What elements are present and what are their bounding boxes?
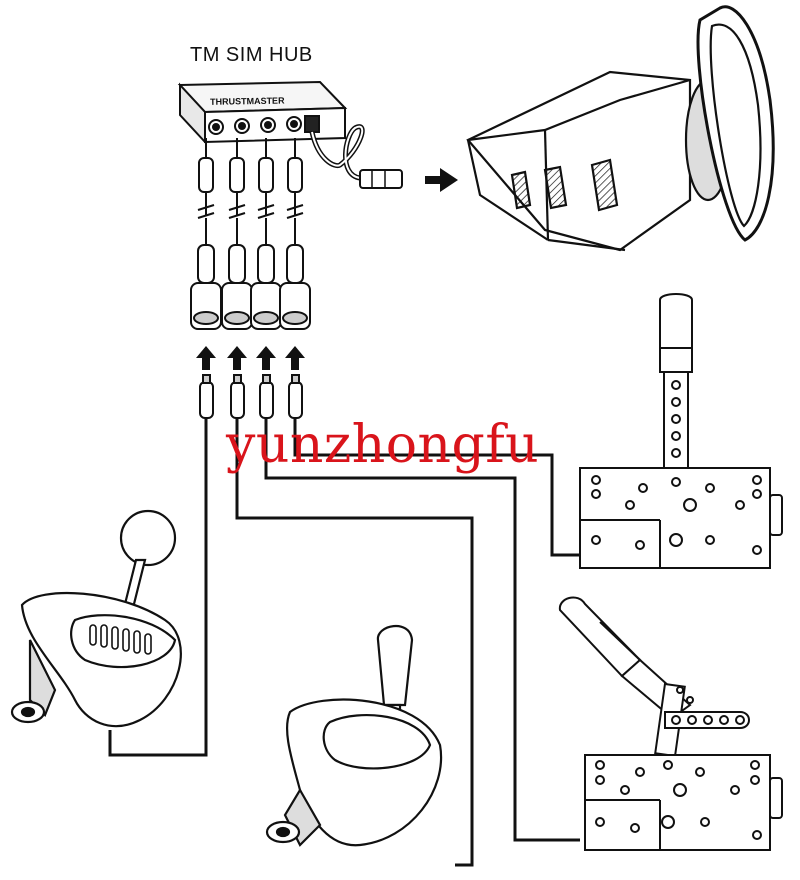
wire-to-th8s: [235, 418, 474, 867]
device-plugs: [199, 374, 303, 419]
arrow-up-icon: [285, 346, 305, 370]
hub-brand-label: THRUSTMASTER: [210, 96, 285, 107]
tss-handbrake-device: [579, 293, 783, 569]
cable-3: [250, 157, 282, 330]
vent-slot-2: [543, 165, 568, 210]
arrow-up-icon: [196, 346, 216, 370]
cable-4: [279, 157, 311, 330]
vent-slot-3: [590, 158, 619, 212]
watermark-text: yunzhongfu: [226, 415, 540, 475]
hub-cables: [190, 138, 311, 330]
steering-wheel: [696, 5, 775, 242]
device-wires: [108, 418, 580, 867]
tss-sparco-handbrake-device: [558, 596, 783, 851]
arrow-up-icon: [227, 346, 247, 370]
wire-to-tss-handbrake: [293, 418, 580, 557]
wheel-base-device: [466, 5, 775, 252]
hub-title: TM SIM HUB: [190, 44, 313, 66]
hub-port-4: [286, 116, 302, 132]
arrow-up-icon: [256, 346, 276, 370]
cable-2: [221, 157, 253, 330]
arrow-right-icon: [425, 168, 458, 192]
hub-port-3: [260, 117, 276, 133]
wire-to-th8a: [108, 418, 208, 757]
usb-cable: [309, 124, 403, 189]
vent-slot-1: [510, 170, 532, 210]
sim-hub-device: THRUSTMASTER: [177, 80, 348, 145]
th8s-shifter-device: [265, 624, 443, 847]
th8a-shifter-device: [10, 509, 182, 728]
hub-port-2: [234, 118, 250, 134]
up-arrows: [196, 346, 305, 370]
hub-port-1: [208, 119, 224, 135]
cable-1: [190, 157, 222, 330]
wire-to-tss-sparco: [264, 418, 580, 842]
